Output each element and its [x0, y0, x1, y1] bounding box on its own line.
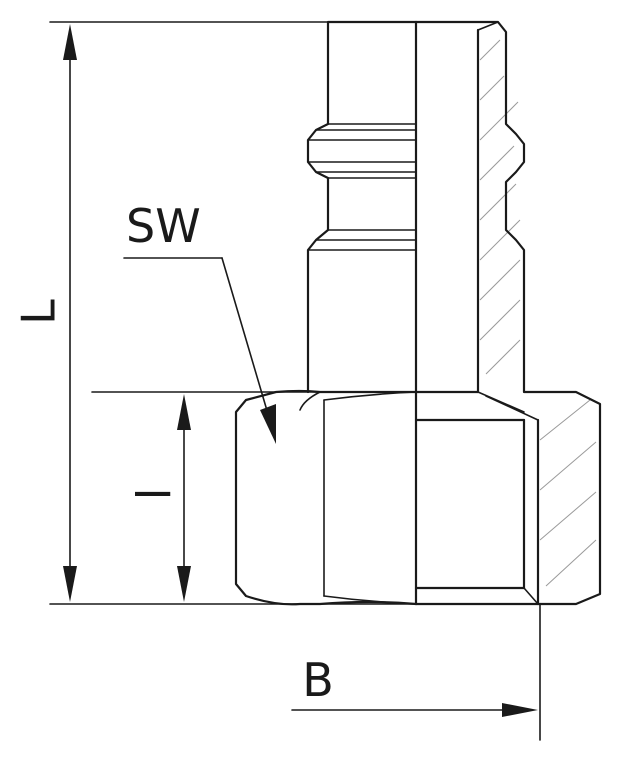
- sw-leader: SW: [123, 199, 276, 444]
- hex-face-curve: [323, 595, 417, 605]
- arrow-up-icon: [63, 24, 77, 60]
- thread-bottom-chamfer: [523, 587, 539, 605]
- label-l-total: L: [12, 299, 66, 325]
- plug-body: [306, 20, 418, 606]
- sw-leader-diagonal: [221, 257, 269, 415]
- nipple-chamfer: [477, 21, 499, 31]
- arrow-down-icon: [177, 566, 191, 602]
- section-outline-right: [414, 20, 602, 606]
- hex-face-curve: [323, 391, 417, 401]
- label-sw: SW: [126, 199, 201, 253]
- hex-nut: [234, 389, 418, 606]
- label-l-thread: l: [128, 488, 182, 501]
- arrow-down-icon: [63, 566, 77, 602]
- section-view: [414, 20, 602, 606]
- dimension-l-thread-length: l: [128, 394, 191, 602]
- extension-lines: [49, 21, 541, 741]
- label-b: B: [302, 653, 334, 707]
- dimension-b-thread-size: B: [291, 653, 538, 717]
- arrow-up-icon: [177, 394, 191, 430]
- arrow-icon: [260, 404, 276, 444]
- dimension-l-total-length: L: [12, 24, 77, 602]
- nipple-outline-left: [306, 20, 418, 394]
- hex-outline: [234, 389, 418, 606]
- hatching: [479, 39, 597, 587]
- hex-chamfer: [299, 391, 321, 411]
- thread-chamfer-inner: [485, 395, 539, 421]
- arrow-right-icon: [502, 703, 538, 717]
- thread-chamfer: [477, 391, 525, 413]
